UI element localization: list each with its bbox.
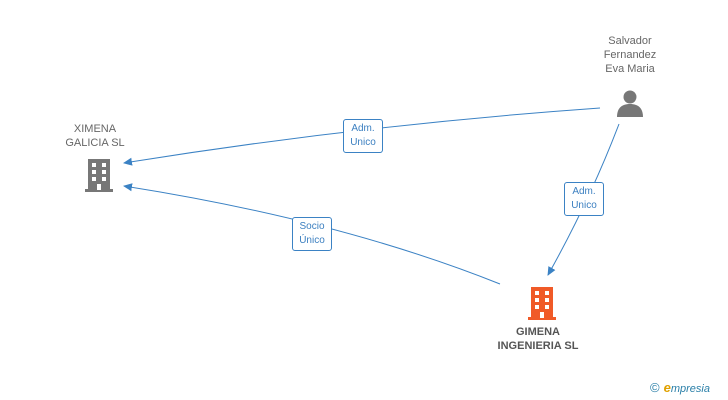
person-name-line-3: Eva Maria xyxy=(605,63,655,75)
edge-label-line-1: Adm. xyxy=(572,186,596,197)
copyright-icon: © xyxy=(650,380,660,395)
gimena-name-line-1: GIMENA xyxy=(516,326,560,338)
edge-label-line-1: Adm. xyxy=(351,123,375,134)
gimena-name-line-2: INGENIERIA SL xyxy=(497,340,579,352)
ximena-name-line-2: GALICIA SL xyxy=(65,137,125,149)
person-icon[interactable] xyxy=(615,88,645,118)
person-name-line-1: Salvador xyxy=(608,35,652,47)
edge-label-line-2: Unico xyxy=(571,200,597,211)
edge-label-line-2: Unico xyxy=(350,137,376,148)
edge-label-person-ximena[interactable]: Adm. Unico xyxy=(343,119,383,153)
edge-label-line-2: Único xyxy=(299,235,325,246)
building-icon[interactable] xyxy=(84,157,114,193)
brand-e: e xyxy=(663,380,671,395)
ximena-name-line-1: XIMENA xyxy=(73,123,117,135)
ximena-node-label: XIMENA GALICIA SL xyxy=(55,122,135,150)
person-node-label: Salvador Fernandez Eva Maria xyxy=(590,34,670,76)
empresia-watermark: ©empresia xyxy=(650,380,710,395)
person-name-line-2: Fernandez xyxy=(603,49,657,61)
gimena-node-label: GIMENA INGENIERIA SL xyxy=(488,325,588,353)
brand-name: mpresia xyxy=(670,383,710,395)
building-icon[interactable] xyxy=(527,285,557,321)
edge-label-person-gimena[interactable]: Adm. Unico xyxy=(564,182,604,216)
edge-label-gimena-ximena[interactable]: Socio Único xyxy=(292,217,332,251)
edge-label-line-1: Socio xyxy=(299,221,325,232)
